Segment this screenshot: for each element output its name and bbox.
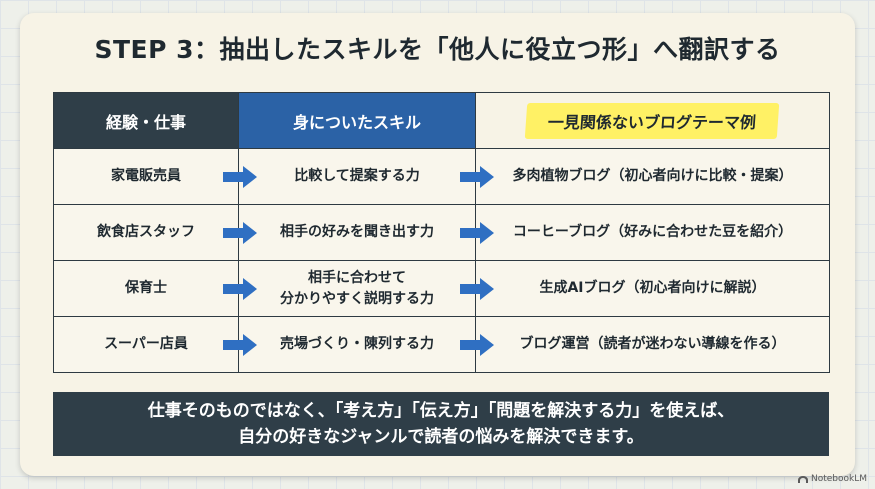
right-arrow-icon <box>460 165 494 188</box>
job-cell: スーパー店員 <box>53 316 239 373</box>
skill-translation-table: 経験・仕事 身についたスキル 一見関係ないブログテーマ例 家電販売員 比較して提… <box>53 92 830 373</box>
skill-cell: 比較して提案する力 <box>223 148 476 205</box>
watermark-text: NotebookLM <box>810 474 867 484</box>
notebooklm-logo-icon <box>797 475 808 483</box>
theme-cell: ブログ運営（読者が迷わない導線を作る） <box>460 316 830 373</box>
header-blog-theme-highlight: 一見関係ないブログテーマ例 <box>525 102 780 139</box>
theme-cell: 多肉植物ブログ（初心者向けに比較・提案） <box>460 148 830 205</box>
skill-text: 売場づくり・陳列する力 <box>280 336 434 353</box>
job-cell: 保育士 <box>53 260 239 317</box>
table-row: 飲食店スタッフ 相手の好みを聞き出す力 コーヒーブログ（好みに合わせた豆を紹介） <box>53 204 830 261</box>
theme-text: 多肉植物ブログ（初心者向けに比較・提案） <box>512 168 793 185</box>
right-arrow-icon <box>223 277 257 300</box>
header-blog-theme: 一見関係ないブログテーマ例 <box>475 92 830 149</box>
skill-cell: 相手に合わせて 分かりやすく説明する力 <box>223 260 476 317</box>
right-arrow-icon <box>460 333 494 356</box>
job-cell: 飲食店スタッフ <box>53 204 239 261</box>
watermark: NotebookLM <box>797 474 867 484</box>
skill-cell: 相手の好みを聞き出す力 <box>223 204 476 261</box>
slide-title: STEP 3：抽出したスキルを「他人に役立つ形」へ翻訳する <box>94 35 781 64</box>
skill-text-line2: 分かりやすく説明する力 <box>280 290 434 307</box>
job-cell: 家電販売員 <box>53 148 239 205</box>
theme-cell: 生成AIブログ（初心者向けに解説） <box>460 260 830 317</box>
table-header-row: 経験・仕事 身についたスキル 一見関係ないブログテーマ例 <box>53 92 830 149</box>
theme-text: ブログ運営（読者が迷わない導線を作る） <box>519 336 786 353</box>
right-arrow-icon <box>460 221 494 244</box>
summary-line-1: 仕事そのものではなく、「考え方」「伝え方」「問題を解決する力」を使えば、 <box>147 401 735 421</box>
table-row: 保育士 相手に合わせて 分かりやすく説明する力 生成AIブログ（初心者向けに解説… <box>53 260 830 317</box>
summary-line-2: 自分の好きなジャンルで読者の悩みを解決できます。 <box>238 427 644 447</box>
right-arrow-icon <box>223 221 257 244</box>
header-experience: 経験・仕事 <box>53 92 239 149</box>
right-arrow-icon <box>460 277 494 300</box>
theme-cell: コーヒーブログ（好みに合わせた豆を紹介） <box>460 204 830 261</box>
right-arrow-icon <box>223 333 257 356</box>
right-arrow-icon <box>223 165 257 188</box>
skill-text-line1: 相手に合わせて <box>308 270 406 287</box>
skill-text: 比較して提案する力 <box>294 168 420 185</box>
table-row: 家電販売員 比較して提案する力 多肉植物ブログ（初心者向けに比較・提案） <box>53 148 830 205</box>
skill-text: 相手の好みを聞き出す力 <box>280 224 434 241</box>
theme-text: コーヒーブログ（好みに合わせた豆を紹介） <box>512 224 793 241</box>
theme-text: 生成AIブログ（初心者向けに解説） <box>539 280 766 297</box>
skill-cell: 売場づくり・陳列する力 <box>223 316 476 373</box>
summary-banner: 仕事そのものではなく、「考え方」「伝え方」「問題を解決する力」を使えば、 自分の… <box>53 392 829 456</box>
header-skill: 身についたスキル <box>238 92 476 149</box>
table-row: スーパー店員 売場づくり・陳列する力 ブログ運営（読者が迷わない導線を作る） <box>53 316 830 373</box>
